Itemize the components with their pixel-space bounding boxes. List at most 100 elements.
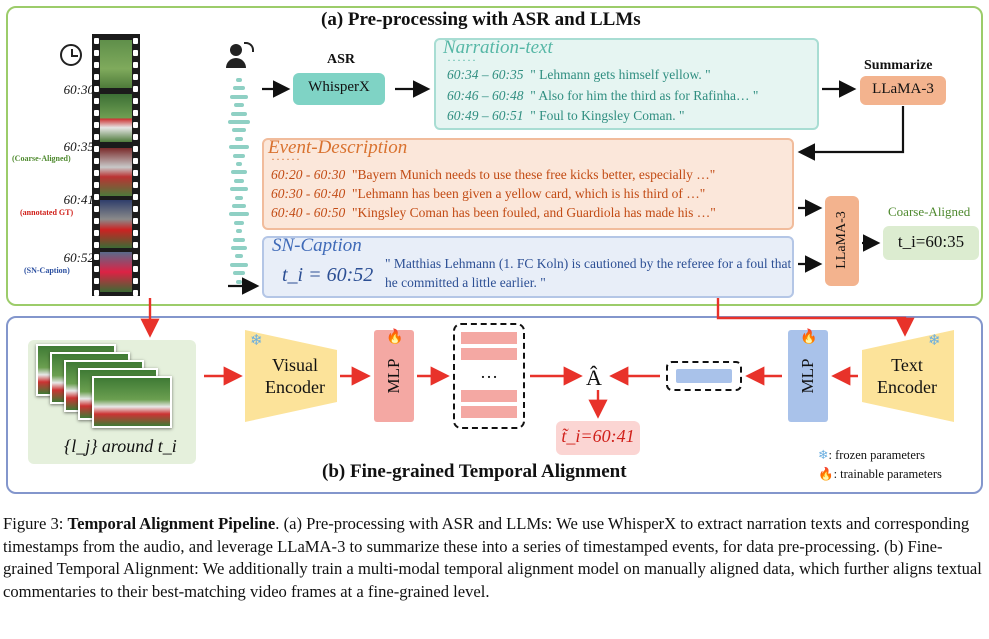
- waveform-bar: [233, 237, 245, 242]
- film-hole: [133, 134, 138, 140]
- film-hole: [94, 62, 99, 68]
- whisperx-box: [293, 73, 385, 105]
- film-hole: [94, 98, 99, 104]
- visual-token-box: [453, 323, 525, 429]
- waveform-bar: [230, 262, 248, 267]
- visual-encoder-label: Visual Encoder: [265, 355, 325, 397]
- visual-token: [461, 348, 517, 360]
- film-hole: [133, 266, 138, 272]
- visual-token: [461, 332, 517, 344]
- narration-row: 60:49 – 60:51 " Foul to Kingsley Coman. …: [447, 108, 685, 124]
- narration-time: 60:34 – 60:35: [447, 67, 524, 82]
- film-hole: [133, 254, 138, 260]
- film-hole: [133, 50, 138, 56]
- film-hole: [133, 86, 138, 92]
- stacked-frame: [92, 376, 172, 428]
- waveform-bar: [229, 212, 249, 217]
- time-label: 60:52: [63, 250, 94, 265]
- waveform-bar: [229, 145, 249, 150]
- waveform-bar: [231, 246, 247, 250]
- film-hole: [133, 146, 138, 152]
- film-hole: [94, 110, 99, 116]
- fire-icon: 🔥: [800, 330, 818, 345]
- film-hole: [94, 182, 99, 188]
- coarse-aligned-sublabel: (Coarse-Aligned): [12, 154, 71, 163]
- narration-row: 60:34 – 60:35 " Lehmann gets himself yel…: [447, 67, 711, 83]
- film-hole: [133, 182, 138, 188]
- waveform-bar: [236, 78, 242, 82]
- frames-label: {l_j} around t_i: [64, 436, 177, 456]
- film-hole: [133, 206, 138, 212]
- a-hat-label: Â: [586, 365, 602, 390]
- coarse-aligned-box: [883, 226, 979, 260]
- waveform-bar: [233, 153, 245, 158]
- waveform-bar: [236, 162, 242, 166]
- visual-encoder-block: [245, 330, 337, 422]
- narration-text: " Also for him the third as for Rafinha……: [530, 88, 759, 103]
- sn-caption-box: [262, 236, 794, 298]
- text-encoder-label: Text Encoder: [877, 355, 937, 397]
- film-hole: [94, 242, 99, 248]
- film-hole: [94, 206, 99, 212]
- waveform-bar: [234, 220, 244, 225]
- waveform-bar: [230, 94, 248, 99]
- film-hole: [133, 122, 138, 128]
- waveform-bar: [236, 279, 242, 284]
- coarse-aligned-label: Coarse-Aligned: [888, 204, 971, 219]
- waveform-bar: [228, 120, 250, 124]
- sn-caption-time: t_i = 60:52: [282, 264, 374, 286]
- narration-time: 60:46 – 60:48: [447, 88, 524, 103]
- result-box: [556, 421, 640, 455]
- event-text: "Lehmann has been given a yellow card, w…: [352, 186, 706, 201]
- waveform-bar: [230, 187, 248, 192]
- film-hole: [133, 242, 138, 248]
- film-hole: [133, 290, 138, 296]
- narration-text: " Foul to Kingsley Coman. ": [530, 108, 685, 123]
- coarse-aligned-value: t_i=60:35: [897, 232, 965, 251]
- film-hole: [133, 158, 138, 164]
- speaker-icon: [224, 42, 254, 70]
- video-frame: [100, 40, 132, 88]
- film-hole: [133, 110, 138, 116]
- snowflake-icon: ❄: [818, 448, 829, 462]
- annotated-gt-sublabel: (annotated GT): [20, 208, 74, 217]
- arrow: [797, 106, 905, 161]
- film-hole: [94, 230, 99, 236]
- film-hole: [133, 278, 138, 284]
- event-text: "Bayern Munich needs to use these free k…: [352, 167, 716, 182]
- waveform-bar: [232, 128, 246, 133]
- time-label: 60:41: [63, 192, 94, 207]
- waveform-bar: [232, 204, 246, 208]
- llama-summarize-label: LLaMA-3: [872, 81, 934, 97]
- whisperx-label: WhisperX: [308, 79, 370, 95]
- waveform-bar: [236, 229, 242, 234]
- sn-caption-title: SN-Caption: [272, 235, 362, 256]
- event-row: 60:30 - 60:40 "Lehmann has been given a …: [271, 186, 705, 202]
- snowflake-icon: ❄: [928, 333, 941, 349]
- narration-title: Narration-text: [443, 37, 553, 58]
- asr-label: ASR: [327, 52, 356, 67]
- text-token: [676, 369, 732, 383]
- waveform-bar: [234, 178, 244, 183]
- narration-time: 60:49 – 60:51: [447, 108, 524, 123]
- caption-bold: Temporal Alignment Pipeline: [67, 514, 276, 533]
- legend-frozen: ❄: frozen parameters: [818, 447, 925, 463]
- narration-dots: ······: [447, 53, 477, 67]
- waveform-bar: [231, 170, 247, 175]
- video-frame: [100, 200, 132, 248]
- waveform-bar: [231, 111, 247, 116]
- film-strip: [92, 34, 140, 296]
- film-hole: [133, 62, 138, 68]
- legend-trainable-text: : trainable parameters: [833, 467, 942, 481]
- arrow: [716, 298, 915, 337]
- film-hole: [94, 278, 99, 284]
- fire-icon: 🔥: [386, 330, 404, 345]
- waveform-bar: [234, 103, 244, 108]
- film-hole: [94, 194, 99, 200]
- time-label: 60:35: [63, 139, 94, 154]
- film-hole: [94, 74, 99, 80]
- summarize-label: Summarize: [864, 58, 933, 73]
- waveform-bar: [235, 195, 243, 200]
- caption-prefix: Figure 3:: [3, 514, 68, 533]
- event-title: Event-Description: [268, 137, 408, 158]
